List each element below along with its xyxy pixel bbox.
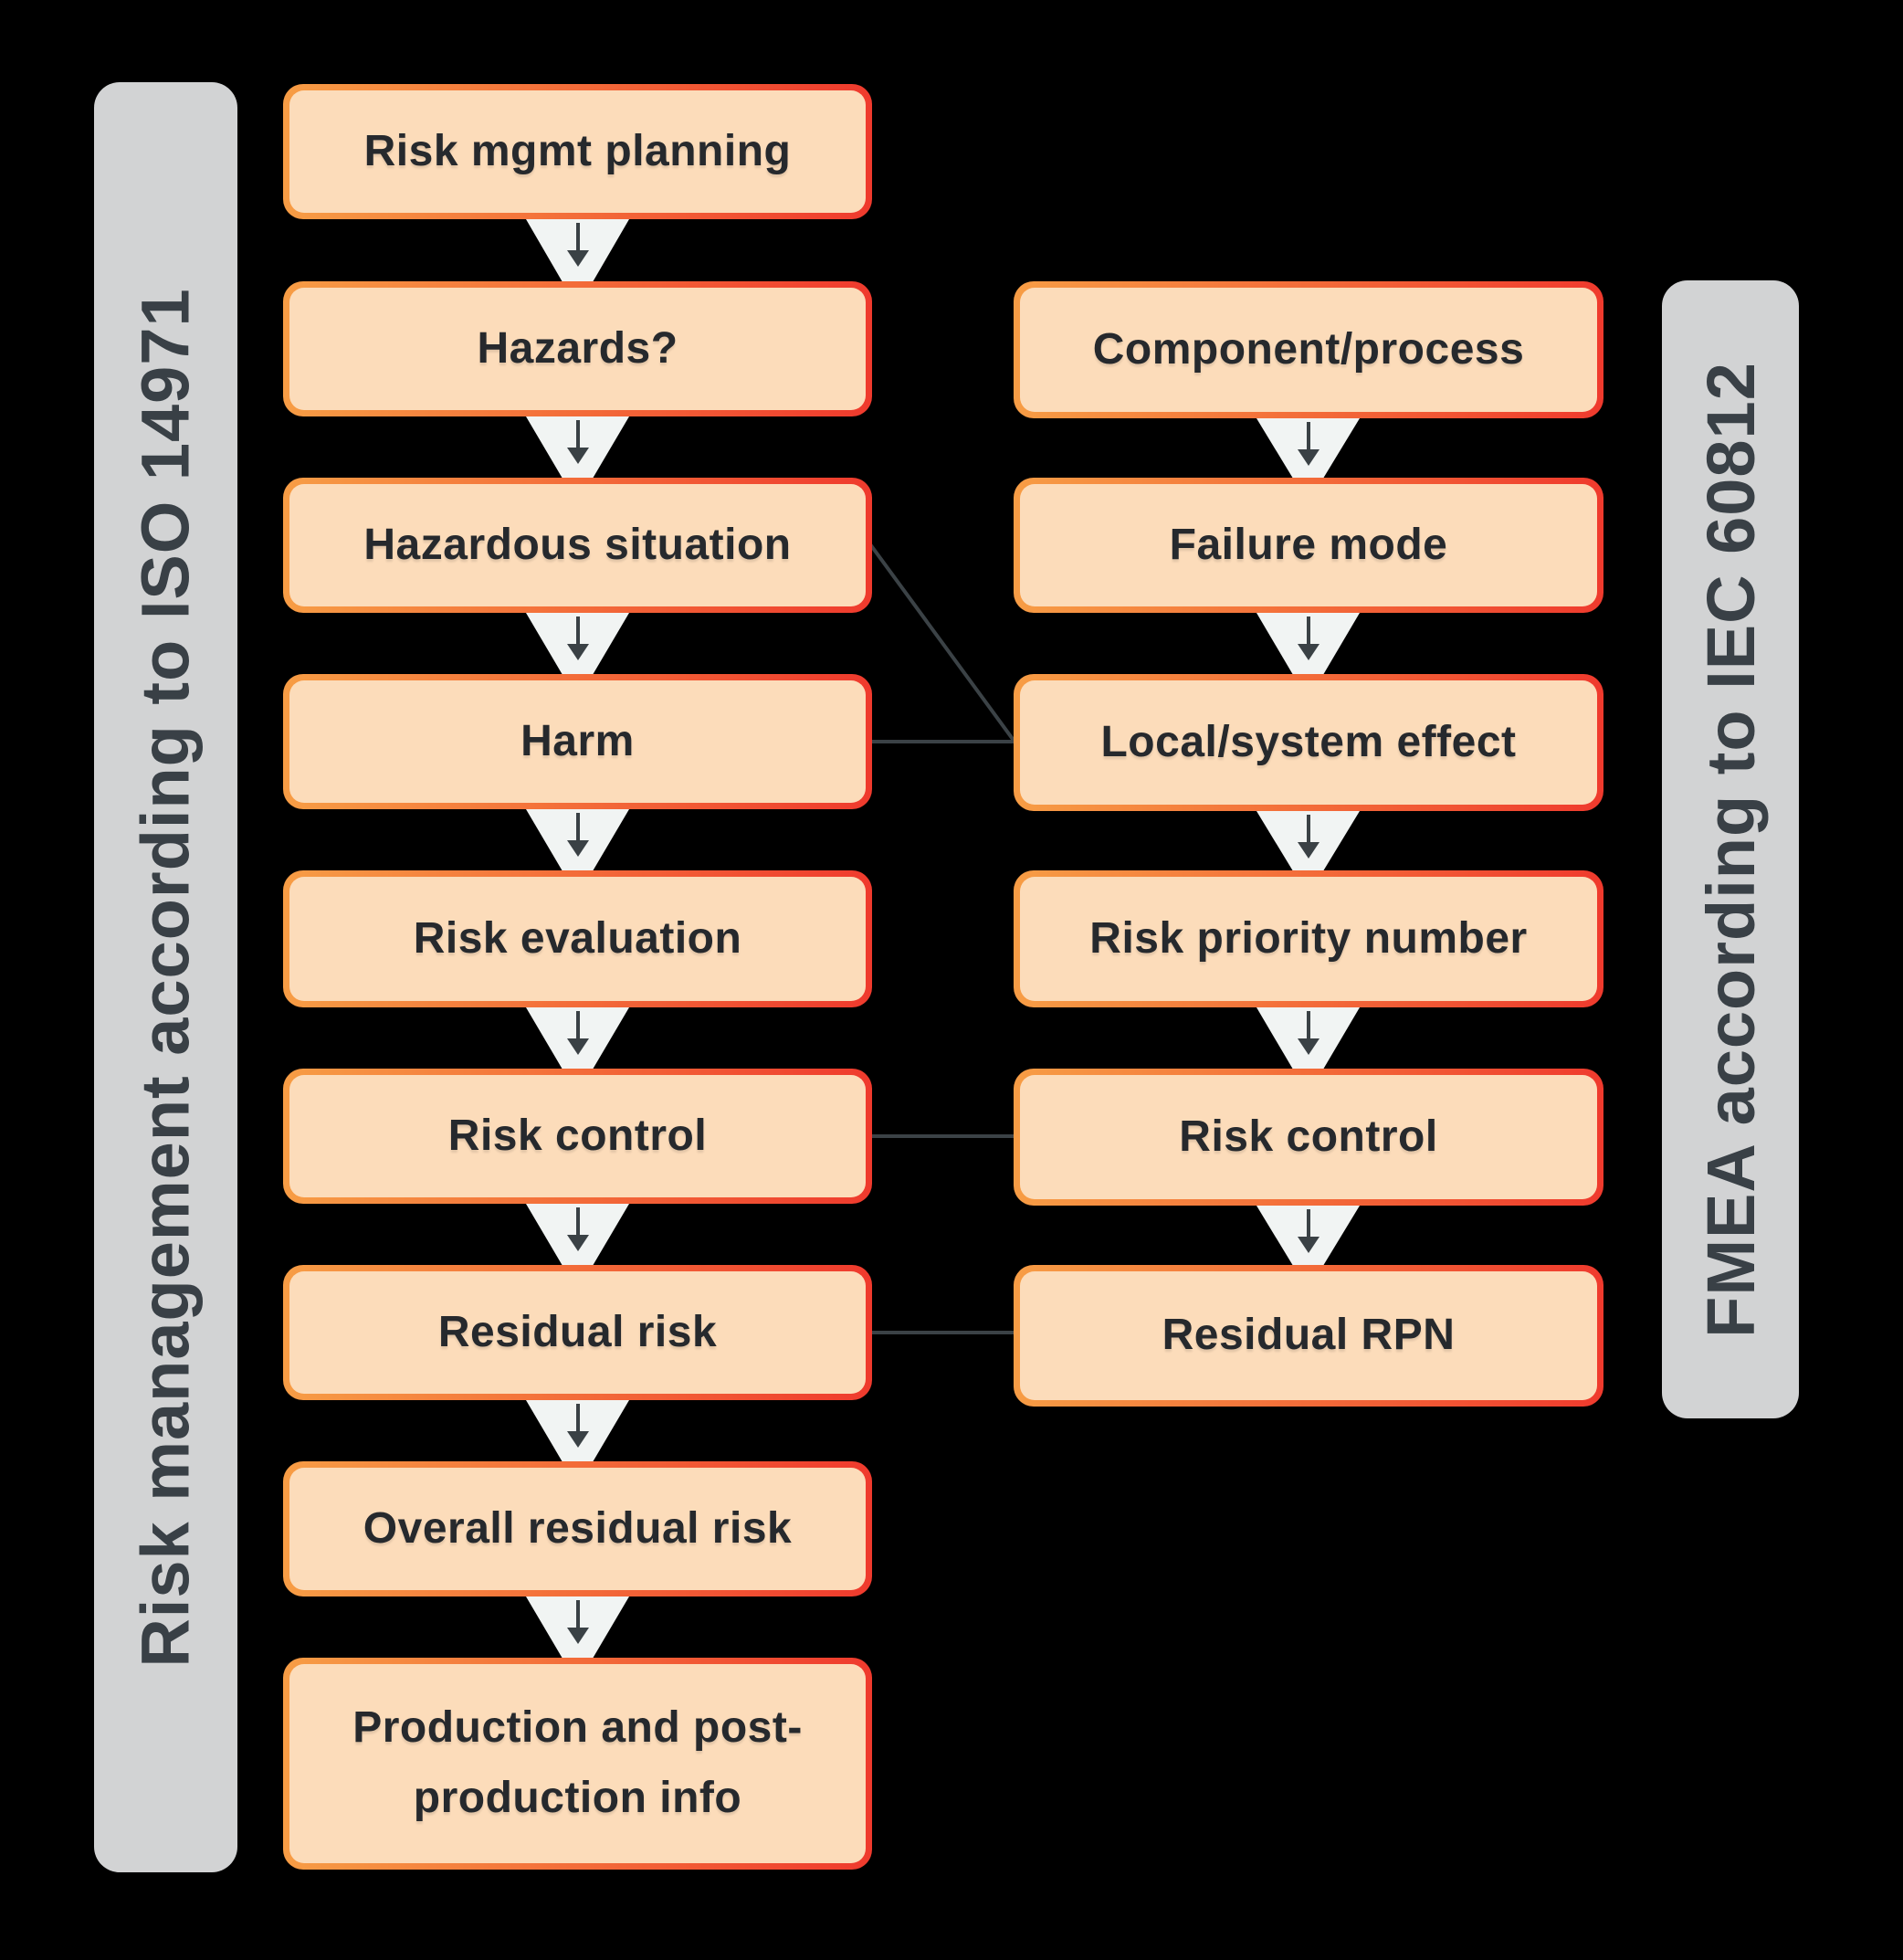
flow-box-label: Risk control — [1179, 1112, 1438, 1161]
down-arrow-icon — [566, 616, 590, 662]
flow-box-body: Risk mgmt planning — [289, 90, 866, 213]
flow-box-body: Risk control — [1020, 1075, 1597, 1199]
flow-box-residual-risk: Residual risk — [283, 1265, 872, 1400]
flow-box-label: Risk evaluation — [413, 913, 742, 963]
down-arrow-icon — [566, 223, 590, 269]
flow-box-risk-evaluation: Risk evaluation — [283, 870, 872, 1007]
down-arrow-icon — [1297, 616, 1320, 662]
flow-box-label: Residual risk — [437, 1307, 718, 1356]
flow-box-residual-rpn: Residual RPN — [1014, 1265, 1603, 1407]
flow-box-label: Local/system effect — [1100, 717, 1517, 766]
flow-box-risk-priority-number: Risk priority number — [1014, 870, 1603, 1007]
flow-box-component-process: Component/process — [1014, 281, 1603, 418]
connector-hazardous-situation-to-local-system-effect — [868, 543, 1016, 743]
flow-box-label: Hazards? — [477, 323, 678, 373]
flow-box-body: Component/process — [1020, 288, 1597, 412]
flow-box-label: Risk control — [447, 1111, 708, 1160]
flow-arrow — [526, 219, 629, 281]
iec-60812-rail-label: FMEA according to IEC 60812 — [1692, 361, 1769, 1338]
flow-box-label: Failure mode — [1169, 520, 1448, 569]
flow-box-label: Harm — [520, 716, 635, 765]
down-arrow-icon — [566, 1011, 590, 1057]
flow-arrow — [1256, 613, 1360, 674]
down-arrow-icon — [1297, 422, 1320, 468]
connector-residual-risk-to-residual-rpn — [867, 1331, 1015, 1334]
flow-box-body: Overall residual risk — [289, 1468, 866, 1590]
down-arrow-icon — [566, 1404, 590, 1449]
flow-box-body: Production and post-production info — [289, 1664, 866, 1863]
flow-box-risk-mgmt-planning: Risk mgmt planning — [283, 84, 872, 219]
flow-arrow — [1256, 811, 1360, 870]
flow-arrow — [526, 416, 629, 478]
flow-box-body: Harm — [289, 680, 866, 803]
flow-box-body: Local/system effect — [1020, 680, 1597, 805]
down-arrow-icon — [566, 1600, 590, 1646]
flow-arrow — [1256, 418, 1360, 478]
flow-box-label: Risk mgmt planning — [363, 126, 792, 175]
down-arrow-icon — [566, 813, 590, 859]
flow-box-risk-control-right: Risk control — [1014, 1069, 1603, 1206]
flow-box-harm: Harm — [283, 674, 872, 809]
flow-box-overall-residual-risk: Overall residual risk — [283, 1461, 872, 1596]
flow-arrow — [1256, 1007, 1360, 1069]
flow-box-body: Risk evaluation — [289, 877, 866, 1001]
flow-box-body: Risk priority number — [1020, 877, 1597, 1001]
connector-harm-to-local-system-effect — [867, 740, 1015, 743]
flow-box-label: Production and post-production info — [352, 1703, 803, 1822]
flow-box-hazardous-situation: Hazardous situation — [283, 478, 872, 613]
flow-arrow — [526, 1596, 629, 1658]
down-arrow-icon — [566, 420, 590, 466]
flow-box-body: Risk control — [289, 1075, 866, 1197]
down-arrow-icon — [1297, 1011, 1320, 1057]
flow-box-local-system-effect: Local/system effect — [1014, 674, 1603, 811]
flow-arrow — [526, 613, 629, 674]
flow-box-risk-control-left: Risk control — [283, 1069, 872, 1204]
flow-box-body: Hazards? — [289, 288, 866, 410]
iec-60812-rail: FMEA according to IEC 60812 — [1662, 280, 1799, 1418]
flow-arrow — [526, 1007, 629, 1069]
flow-box-body: Failure mode — [1020, 484, 1597, 606]
down-arrow-icon — [1297, 815, 1320, 860]
down-arrow-icon — [566, 1207, 590, 1253]
flow-box-body: Hazardous situation — [289, 484, 866, 606]
flow-arrow — [526, 1204, 629, 1265]
flow-box-hazards: Hazards? — [283, 281, 872, 416]
connector-risk-control-to-risk-control — [867, 1134, 1015, 1138]
flow-box-label: Risk priority number — [1089, 913, 1528, 963]
flow-box-label: Component/process — [1092, 324, 1525, 374]
flow-box-label: Residual RPN — [1162, 1311, 1456, 1360]
flow-arrow — [526, 1400, 629, 1461]
flow-arrow — [526, 809, 629, 870]
flow-box-body: Residual risk — [289, 1271, 866, 1394]
down-arrow-icon — [1297, 1209, 1320, 1255]
flow-box-label: Hazardous situation — [363, 520, 792, 569]
iso-14971-rail: Risk management according to ISO 14971 — [94, 82, 237, 1872]
iso-14971-rail-label: Risk management according to ISO 14971 — [128, 287, 204, 1668]
flow-box-body: Residual RPN — [1020, 1271, 1597, 1400]
flow-box-failure-mode: Failure mode — [1014, 478, 1603, 613]
flow-arrow — [1256, 1206, 1360, 1265]
flow-box-label: Overall residual risk — [363, 1503, 793, 1553]
flow-box-production-info: Production and post-production info — [283, 1658, 872, 1870]
